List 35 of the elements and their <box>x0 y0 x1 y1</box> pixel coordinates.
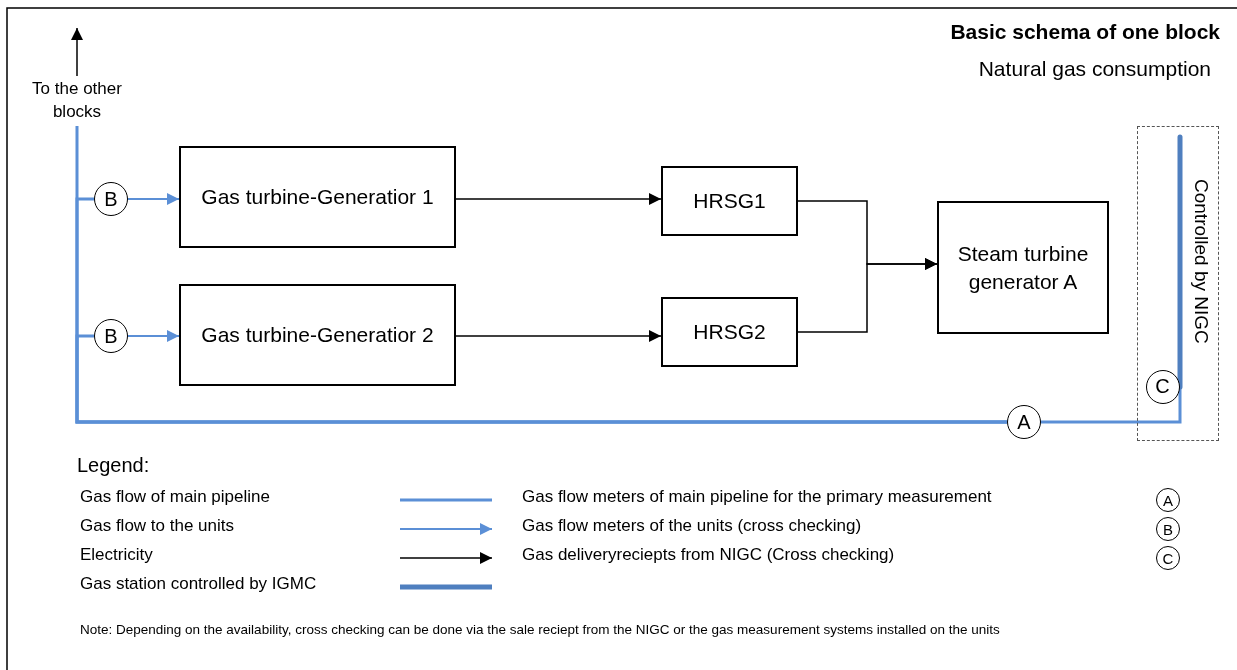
arrow <box>71 27 83 77</box>
process-box: HRSG2 <box>661 297 798 367</box>
pipeline <box>1041 387 1182 424</box>
meter-circle: C <box>1145 369 1180 404</box>
arrow <box>455 193 662 205</box>
legend-heading: Legend: <box>77 454 150 477</box>
meter-symbol: C <box>1156 546 1180 570</box>
process-box: Steam turbine generator A <box>937 201 1109 334</box>
legend-text: Gas flow meters of the units (cross checking) <box>522 516 862 536</box>
legend-text: Gas flow meters of main pipeline for the primary measurement <box>522 487 992 507</box>
legend-text: Gas station controlled by IGMC <box>80 574 317 594</box>
arrow <box>797 258 938 333</box>
note-text: Note: Depending on the availability, cross checking can be done via the sale reciept from the NIGC or the gas measurement systems installed on the units <box>80 621 1001 639</box>
meter-circle: B <box>94 319 128 353</box>
text-label: To the other blocks <box>18 76 136 126</box>
arrow <box>455 330 662 342</box>
legend-text: Gas flow to the units <box>80 516 235 536</box>
legend-text: Electricity <box>80 545 153 565</box>
process-box: HRSG1 <box>661 166 798 236</box>
meter-symbol: A <box>1156 488 1180 512</box>
dashed-region <box>1137 126 1219 441</box>
process-box: Gas turbine-Generatior 1 <box>179 146 456 248</box>
thick-pipeline <box>1177 134 1183 390</box>
meter-symbol: B <box>1156 517 1180 541</box>
title: Basic schema of one block <box>950 20 1220 44</box>
arrow <box>127 330 180 342</box>
subtitle: Natural gas consumption <box>978 57 1211 81</box>
legend-text: Gas deliveryreciepts from NIGC (Cross checking) <box>522 545 895 565</box>
legend-text: Gas flow of main pipeline <box>80 487 270 507</box>
process-box: Gas turbine-Generatior 2 <box>179 284 456 386</box>
region-label: Controlled by NIGC <box>1190 179 1212 344</box>
arrow <box>127 193 180 205</box>
meter-circle: B <box>94 182 128 216</box>
pipeline <box>75 334 1007 424</box>
meter-circle: A <box>1007 405 1041 439</box>
